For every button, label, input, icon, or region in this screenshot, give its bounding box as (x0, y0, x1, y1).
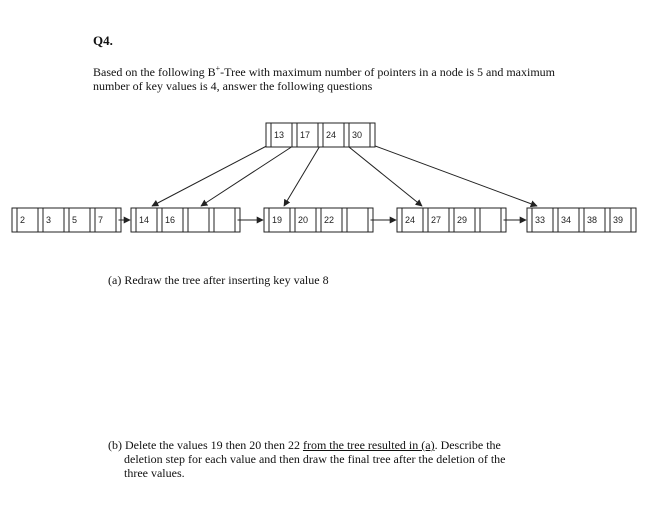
leaf-node-3-key: 20 (298, 215, 308, 225)
leaf-node-5-pointer-slot (578, 207, 585, 233)
part-b-prefix: (b) Delete the values 19 then 20 then 22 (108, 438, 303, 452)
root-node-box-pointer-slot (343, 122, 350, 148)
leaf-node-3-pointer-slot (289, 207, 296, 233)
leaf-node-5-key: 38 (587, 215, 597, 225)
leaf-node-1-pointer-slot (11, 207, 18, 233)
leaf-node-2-pointer-slot (156, 207, 163, 233)
tree-edge (200, 144, 295, 207)
question-intro: Based on the following B+-Tree with maxi… (93, 62, 563, 93)
leaf-node-3-pointer-slot (341, 207, 348, 233)
leaf-node-2: 14 16 (130, 207, 241, 233)
part-b-underlined: from the tree resulted in (a) (302, 438, 435, 452)
leaf-node-4-pointer-slot (448, 207, 455, 233)
leaf-node-4-key-slot (479, 207, 502, 233)
part-b-text: (b) Delete the values 19 then 20 then 22… (108, 438, 568, 480)
intro-superscript: + (215, 64, 221, 73)
tree-edge (346, 144, 423, 207)
root-node: 13 17 24 30 (265, 122, 376, 148)
leaf-node-2-pointer-slot (208, 207, 215, 233)
root-node-box: 13 17 24 30 (265, 122, 376, 148)
leaf-node-4-key: 29 (457, 215, 467, 225)
leaf-nodes: 2 3 5 7 14 16 19 20 22 24 27 29 33 34 38 39 (11, 207, 637, 233)
root-node-box-pointer-slot (265, 122, 272, 148)
part-b-suffix: . Describe the (434, 438, 501, 452)
root-node-box-pointer-slot (291, 122, 298, 148)
leaf-node-2-pointer-slot (182, 207, 189, 233)
leaf-node-5-key: 33 (535, 215, 545, 225)
part-b-line-1: (b) Delete the values 19 then 20 then 22… (108, 438, 568, 452)
leaf-node-1-key: 2 (20, 215, 25, 225)
leaf-node-4: 24 27 29 (396, 207, 507, 233)
leaf-node-4-pointer-slot (396, 207, 403, 233)
leaf-node-2-key-slot (187, 207, 210, 233)
question-number: Q4. (93, 33, 113, 48)
tree-edges (151, 144, 538, 208)
tree-edge (283, 144, 321, 207)
tree-edge (151, 144, 269, 207)
leaf-node-1: 2 3 5 7 (11, 207, 122, 233)
leaf-node-1-pointer-slot (63, 207, 70, 233)
leaf-node-2-key: 16 (165, 215, 175, 225)
part-b-line-2: deletion step for each value and then dr… (124, 452, 506, 466)
intro-text-end: -Tree with maximum number of pointers in… (93, 65, 556, 93)
leaf-node-2-key-slot (213, 207, 236, 233)
leaf-node-1-key: 3 (46, 215, 51, 225)
part-a-text: (a) Redraw the tree after inserting key … (108, 273, 329, 287)
leaf-node-4-key: 27 (431, 215, 441, 225)
leaf-node-1-key: 7 (98, 215, 103, 225)
leaf-node-4-key: 24 (405, 215, 415, 225)
root-node-box-key: 17 (300, 130, 310, 140)
root-node-box-key: 30 (352, 130, 362, 140)
leaf-node-5-pointer-slot (526, 207, 533, 233)
tree-edge (372, 144, 538, 208)
leaf-node-5-key: 39 (613, 215, 623, 225)
leaf-node-3-pointer-slot (263, 207, 270, 233)
leaf-node-1-key: 5 (72, 215, 77, 225)
leaf-node-5-key: 34 (561, 215, 571, 225)
leaf-node-3: 19 20 22 (263, 207, 374, 233)
leaf-node-1-pointer-slot (37, 207, 44, 233)
leaf-node-5-pointer-slot (552, 207, 559, 233)
root-node-box-pointer-slot (317, 122, 324, 148)
leaf-node-3-key-slot (346, 207, 369, 233)
leaf-node-3-pointer-slot (315, 207, 322, 233)
root-node-box-key: 13 (274, 130, 284, 140)
leaf-node-4-pointer-slot (474, 207, 481, 233)
leaf-node-2-pointer-slot (130, 207, 137, 233)
leaf-node-2-key: 14 (139, 215, 149, 225)
leaf-node-5-pointer-slot (604, 207, 611, 233)
leaf-node-5: 33 34 38 39 (526, 207, 637, 233)
part-b-line-3: three values. (124, 466, 185, 480)
leaf-node-3-key: 22 (324, 215, 334, 225)
leaf-node-4-pointer-slot (422, 207, 429, 233)
intro-text-start: Based on the following B (93, 65, 216, 79)
leaf-node-5-pointer-slot (630, 207, 637, 233)
leaf-node-3-key: 19 (272, 215, 282, 225)
leaf-node-1-pointer-slot (89, 207, 96, 233)
root-node-box-pointer-slot (369, 122, 376, 148)
root-node-box-key: 24 (326, 130, 336, 140)
